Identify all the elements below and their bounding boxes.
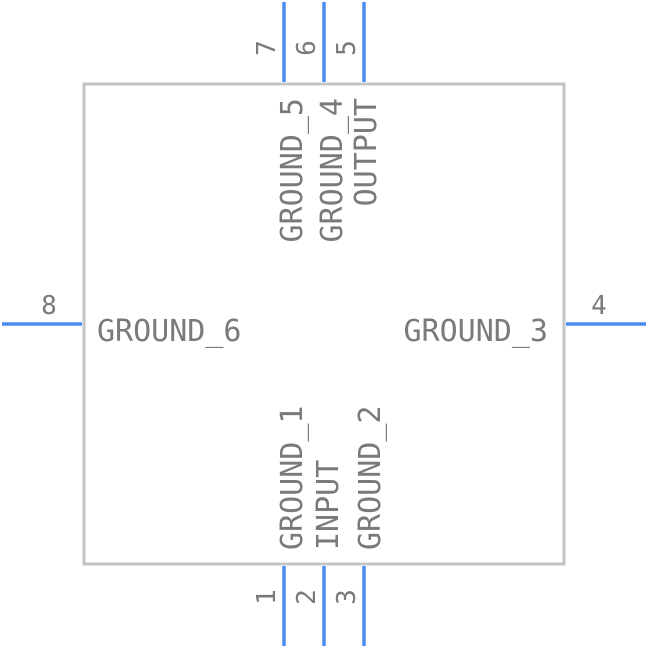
pin-6-label: GROUND_4 <box>315 98 350 243</box>
pin-7-number: 7 <box>252 40 282 56</box>
pin-6-number: 6 <box>292 40 322 56</box>
pin-7-label: GROUND_5 <box>275 98 310 243</box>
pin-4-label: GROUND_3 <box>404 314 549 349</box>
pin-2-label: INPUT <box>311 460 346 550</box>
pin-5-number: 5 <box>332 40 362 56</box>
component-body <box>82 82 566 566</box>
pin-1-number: 1 <box>252 589 282 605</box>
pin-5-label: OUTPUT <box>349 98 384 206</box>
pin-8-label: GROUND_6 <box>97 314 242 349</box>
pin-2-number: 2 <box>292 589 322 605</box>
pin-3-label: GROUND_2 <box>353 406 388 551</box>
pin-1-label: GROUND_1 <box>275 406 310 551</box>
pin-8-number: 8 <box>41 291 57 321</box>
pin-4-number: 4 <box>591 291 607 321</box>
pin-3-number: 3 <box>332 589 362 605</box>
